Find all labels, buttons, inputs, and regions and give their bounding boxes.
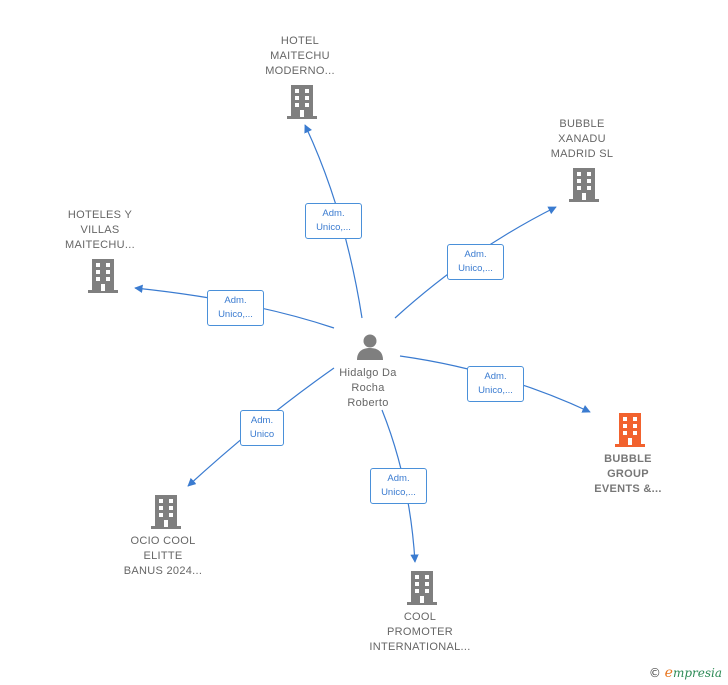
company-name-hotel-maitechu-moderno[interactable]: HOTEL MAITECHU MODERNO...	[265, 35, 335, 77]
relation-label-ocio-cool: Adm. Unico	[240, 410, 284, 446]
brand-initial: e	[664, 665, 673, 681]
building-icon[interactable]	[87, 258, 119, 299]
company-name-hoteles-villas[interactable]: HOTELES Y VILLAS MAITECHU...	[65, 209, 135, 251]
brand-name: mpresia	[672, 666, 722, 680]
relation-label-bubble-xanadu: Adm. Unico,...	[447, 244, 504, 280]
relation-label-bubble-group: Adm. Unico,...	[467, 366, 524, 402]
building-icon[interactable]	[286, 84, 318, 125]
building-icon[interactable]	[150, 494, 182, 535]
building-icon[interactable]	[568, 167, 600, 208]
building-icon[interactable]	[406, 570, 438, 611]
company-name-bubble-group[interactable]: BUBBLE GROUP EVENTS &...	[594, 453, 662, 495]
empresia-watermark: © empresia	[649, 665, 722, 681]
relation-label-hoteles-villas: Adm. Unico,...	[207, 290, 264, 326]
person-icon[interactable]	[355, 332, 385, 367]
company-name-ocio-cool[interactable]: OCIO COOL ELITTE BANUS 2024...	[123, 535, 203, 577]
center-person-name[interactable]: Hidalgo Da Rocha Roberto	[339, 367, 397, 409]
relation-label-cool-promoter: Adm. Unico,...	[370, 468, 427, 504]
company-name-bubble-xanadu[interactable]: BUBBLE XANADU MADRID SL	[550, 118, 614, 160]
company-name-cool-promoter[interactable]: COOL PROMOTER INTERNATIONAL...	[369, 611, 471, 653]
relation-label-hotel-maitechu-moderno: Adm. Unico,...	[305, 203, 362, 239]
copyright-symbol: ©	[648, 666, 661, 680]
building-icon[interactable]	[614, 412, 646, 453]
